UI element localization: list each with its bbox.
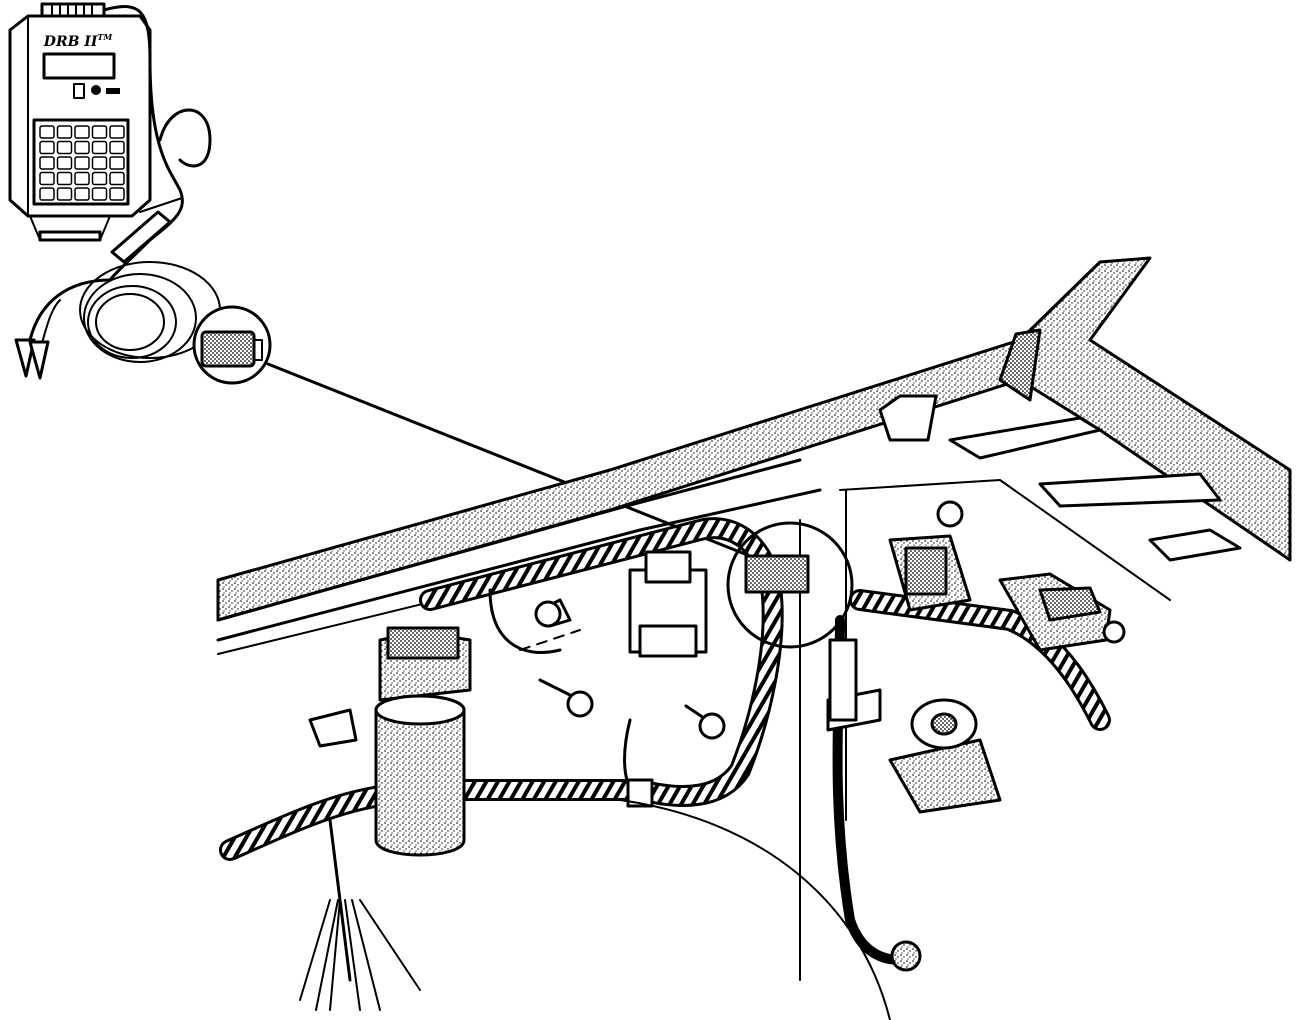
- cowl-panel: [216, 256, 1292, 981]
- scan-tool-key[interactable]: [109, 140, 125, 155]
- scan-tool-key[interactable]: [109, 125, 125, 139]
- scan-tool-key[interactable]: [56, 171, 73, 186]
- scan-tool-key[interactable]: [56, 187, 73, 201]
- scan-tool-key[interactable]: [74, 156, 90, 170]
- scan-tool-slot-icon: [73, 83, 85, 99]
- scan-tool-plug: [110, 210, 172, 264]
- scan-tool-key[interactable]: [39, 187, 55, 201]
- scan-tool-display: [42, 52, 116, 80]
- diagnostic-connector-circle: [726, 521, 854, 649]
- diagnostic-connector-detail: [200, 330, 256, 368]
- scan-tool-key[interactable]: [109, 187, 125, 201]
- battery-clip-right: [28, 340, 50, 380]
- scan-tool-key[interactable]: [56, 125, 73, 139]
- scan-tool-key[interactable]: [109, 156, 125, 170]
- hood-hinge: [878, 394, 938, 442]
- scan-tool-key[interactable]: [91, 140, 108, 155]
- scan-tool-key[interactable]: [109, 171, 125, 186]
- ground-eyelet: [890, 940, 922, 972]
- scan-tool-key[interactable]: [74, 125, 90, 139]
- mounting-screw-1: [566, 690, 594, 718]
- scan-tool-key[interactable]: [39, 156, 55, 170]
- accumulator-canister: [308, 626, 472, 857]
- diagnostic-connector: [744, 554, 810, 594]
- relay-module: [826, 534, 1126, 814]
- scan-tool-key[interactable]: [39, 171, 55, 186]
- grommet: [534, 600, 562, 628]
- cowl-vent-opening-2: [1038, 472, 1222, 508]
- scan-tool-key[interactable]: [56, 156, 73, 170]
- cowl-bracket: [998, 328, 1042, 402]
- cowl-vent-opening-1: [948, 416, 1102, 460]
- scan-tool-power-icon: [91, 85, 101, 95]
- scan-tool-key[interactable]: [74, 140, 90, 155]
- scan-tool-key[interactable]: [91, 171, 108, 186]
- scan-tool-brand-label: DRB IITM: [43, 32, 114, 50]
- scan-tool-key[interactable]: [74, 187, 90, 201]
- battery-clip-left: [14, 338, 36, 378]
- scan-tool-key[interactable]: [56, 140, 73, 155]
- mounting-screw-2: [698, 712, 726, 740]
- scan-tool-key[interactable]: [91, 187, 108, 201]
- scan-tool-keys[interactable]: [39, 125, 125, 201]
- scan-tool-key[interactable]: [39, 140, 55, 155]
- scan-tool: DRB IITM: [8, 2, 272, 385]
- scan-tool-key[interactable]: [39, 125, 55, 139]
- scan-tool-key[interactable]: [74, 171, 90, 186]
- mounting-screw-3: [936, 500, 964, 528]
- scan-tool-key[interactable]: [91, 125, 108, 139]
- scan-tool-key[interactable]: [91, 156, 108, 170]
